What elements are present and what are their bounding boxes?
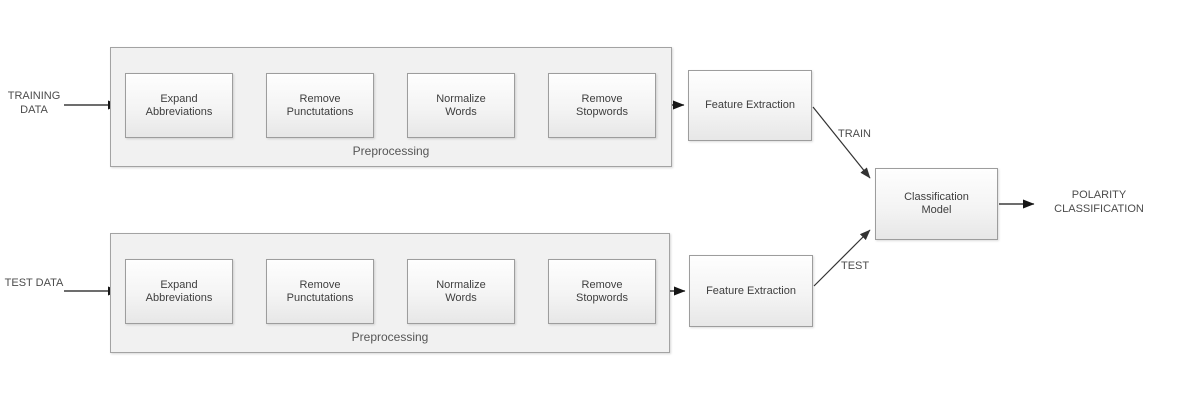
feature-extraction-box-test: Feature Extraction	[689, 255, 813, 327]
step-label: Expand Abbreviations	[145, 278, 213, 304]
training-data-label: TRAINING DATA	[7, 90, 61, 116]
classification-model-box: Classification Model	[875, 168, 998, 240]
step-label: Remove Punctutations	[286, 92, 354, 118]
step-label: Expand Abbreviations	[145, 92, 213, 118]
step-normalize-words-test: Normalize Words	[407, 259, 515, 324]
preprocessing-label-train: Preprocessing	[352, 144, 430, 158]
test-data-label: TEST DATA	[4, 277, 64, 289]
step-label: Remove Stopwords	[576, 278, 628, 304]
edge-test-to-model	[813, 229, 871, 287]
test-edge-label: TEST	[841, 260, 870, 272]
polarity-classification-label: POLARITY CLASSIFICATION	[1054, 189, 1144, 215]
feature-extraction-label: Feature Extraction	[705, 99, 795, 111]
step-expand-abbreviations-train: Expand Abbreviations	[125, 73, 233, 138]
step-label: Remove Stopwords	[576, 92, 628, 118]
step-expand-abbreviations-test: Expand Abbreviations	[125, 259, 233, 324]
step-remove-stopwords-train: Remove Stopwords	[548, 73, 656, 138]
preprocessing-label-test: Preprocessing	[351, 330, 429, 344]
step-remove-stopwords-test: Remove Stopwords	[548, 259, 656, 324]
step-remove-punctutations-test: Remove Punctutations	[266, 259, 374, 324]
feature-extraction-label: Feature Extraction	[706, 284, 796, 297]
train-edge-label: TRAIN	[838, 128, 871, 140]
step-label: Normalize Words	[436, 92, 486, 118]
step-label: Remove Punctutations	[286, 278, 354, 304]
edge-train-to-model	[812, 106, 871, 179]
step-normalize-words-train: Normalize Words	[407, 73, 515, 138]
feature-extraction-box-train: Feature Extraction	[688, 70, 812, 141]
step-remove-punctutations-train: Remove Punctutations	[266, 73, 374, 138]
classification-model-label: Classification Model	[904, 191, 969, 216]
step-label: Normalize Words	[436, 278, 486, 304]
